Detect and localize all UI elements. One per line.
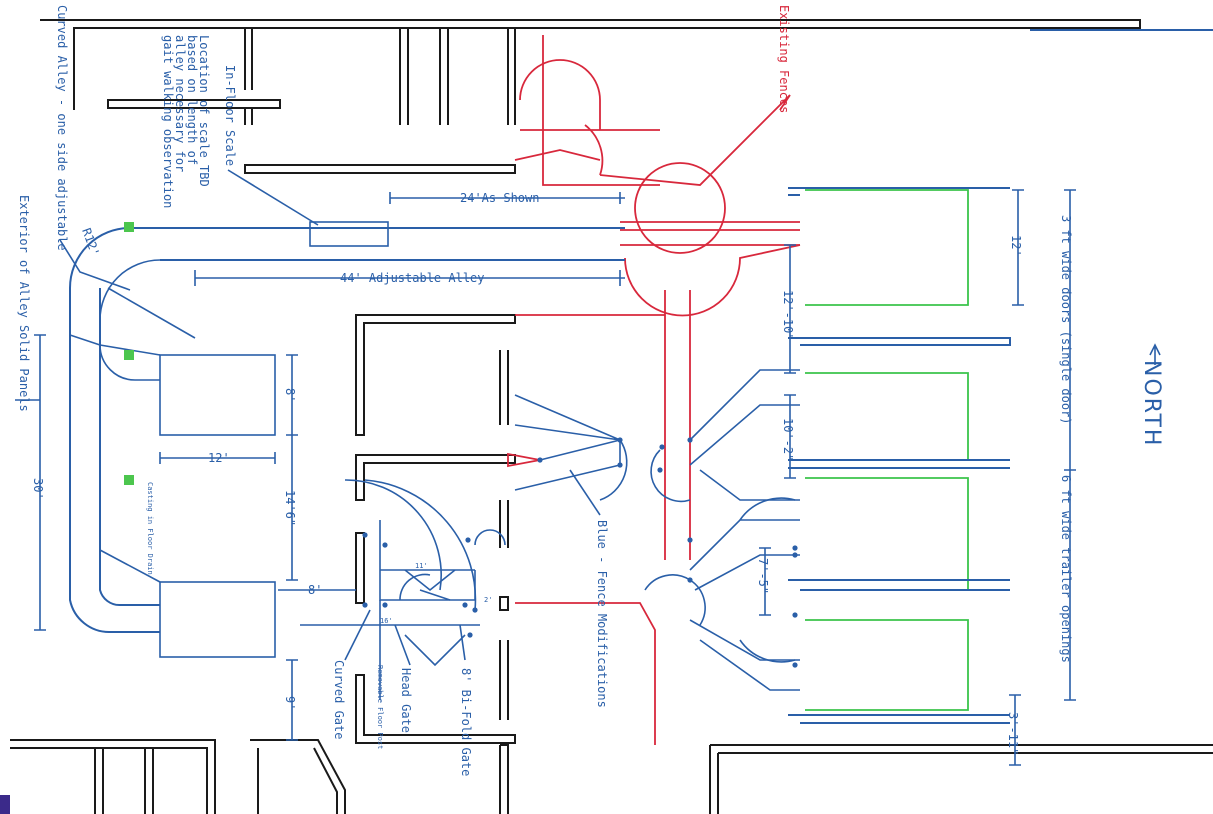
as-shown-24-label: 24'As Shown (460, 191, 539, 205)
fence-modifications (69, 29, 1213, 724)
bifold-gate-label: 8' Bi-Fold Gate (459, 668, 473, 776)
six-ft-trailer-label: 6 ft wide trailer openings (1059, 475, 1073, 663)
dim-12-right-label: 12' (1009, 235, 1023, 257)
dim-7-5-label: 7'-5" (756, 558, 770, 594)
scale-location-line4: gait walking observation (161, 35, 175, 208)
dim-9-label: 9' (283, 696, 297, 710)
fence-post-dots (362, 437, 798, 668)
curved-gate-label: Curved Gate (332, 660, 346, 739)
dimension-lines (34, 189, 1161, 766)
scale-location-line3: alley necessary for (173, 35, 187, 172)
dim-10-2-label: 10'-2" (781, 418, 795, 461)
exterior-alley-label: Exterior of Alley Solid Panels (17, 195, 31, 412)
dim-8-top-label: 8' (283, 388, 297, 402)
head-gate-label: Head Gate (399, 668, 413, 733)
scale-location-line2: based on length of (185, 35, 199, 165)
existing-fences (507, 35, 801, 745)
blue-fence-label: Blue - Fence Modifications (595, 520, 609, 708)
dim-3-11-label: 3'-11" (1006, 712, 1020, 755)
labels: NORTH Existing Fences Curved Alley - one… (17, 5, 1164, 776)
casting-floor-drain-label: Casting in Floor Drain (146, 482, 154, 575)
floor-drain-markers (124, 222, 134, 485)
r12-label: R12' (79, 226, 102, 258)
dim-16-small-label: 16' (380, 617, 393, 625)
dim-12-10-label: 12'-10" (781, 290, 795, 341)
existing-fences-label: Existing Fences (777, 5, 791, 113)
dim-11-small-label: 11' (415, 562, 428, 570)
curved-alley-label: Curved Alley - one side adjustable (55, 5, 69, 251)
dim-12-pen-label: 12' (208, 451, 230, 465)
trailer-openings (805, 189, 969, 711)
removable-floor-post-label: Removable Floor Post (376, 665, 384, 749)
dim-2-small-label: 2' (484, 596, 492, 604)
dim-8-mid-label: 8' (308, 583, 322, 597)
three-ft-doors-label: 3 ft wide doors (single door) (1059, 215, 1073, 425)
dim-14-6-label: 14'6" (283, 490, 297, 526)
dim-30-label: 30' (31, 478, 45, 500)
in-floor-scale-label: In-Floor Scale (223, 65, 237, 166)
building-walls (10, 19, 1213, 814)
corner-tab (0, 795, 10, 814)
scale-location-line1: Location of scale TBD (197, 35, 211, 187)
adjustable-alley-44-label: 44' Adjustable Alley (340, 271, 485, 285)
leader-lines (15, 169, 601, 666)
north-arrow-label: NORTH (1139, 360, 1164, 447)
